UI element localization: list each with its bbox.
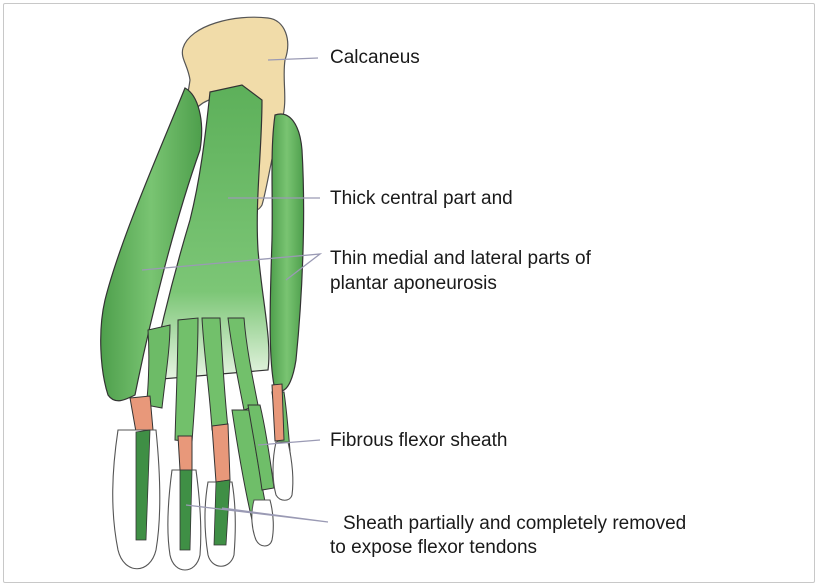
cut-sheath-1	[130, 396, 153, 432]
thick-central-label: Thick central part and	[330, 187, 513, 211]
cut-sheath-2	[178, 436, 192, 470]
flexor-tendon-2	[180, 470, 192, 550]
medial-thin-part	[270, 114, 303, 391]
calcaneus-label: Calcaneus	[330, 46, 420, 70]
toe-5	[273, 442, 293, 500]
digital-slip-2	[175, 318, 198, 442]
sheath-removed-label-line1: Sheath partially and completely removed	[343, 512, 686, 536]
cut-sheath-3	[212, 424, 230, 482]
toe-4	[252, 500, 273, 546]
thin-parts-label-line1: Thin medial and lateral parts of	[330, 247, 591, 271]
cut-sheath-5	[272, 384, 284, 441]
thin-parts-label-line2: plantar aponeurosis	[330, 272, 497, 296]
fibrous-sheath-label: Fibrous flexor sheath	[330, 429, 507, 453]
sheath-removed-label-line2: to expose flexor tendons	[330, 536, 537, 560]
